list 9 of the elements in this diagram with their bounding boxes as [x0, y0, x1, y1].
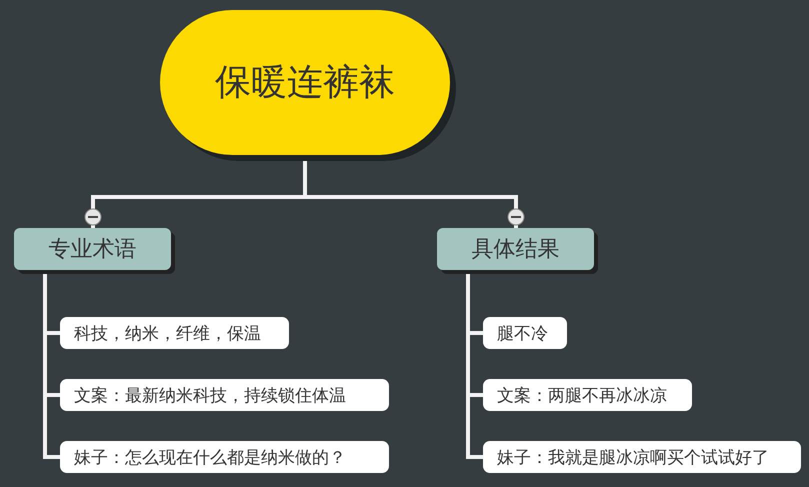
subtopic-box: 妹子：我就是腿冰凉啊买个试试好了	[483, 441, 801, 473]
subtopic-box: 科技，纳米，纤维，保温	[60, 317, 289, 349]
subtopic-box: 文案：两腿不再冰冰凉	[483, 379, 692, 411]
subtopic-box: 妹子：怎么现在什么都是纳米做的？	[60, 441, 389, 473]
central-topic-pill: 保暖连裤袜	[160, 10, 450, 155]
subtopic-box: 文案：最新纳米科技，持续锁住体温	[60, 379, 389, 411]
topic-box: 具体结果	[437, 228, 594, 270]
topic-box: 专业术语	[14, 228, 171, 270]
subtopic-box: 腿不冷	[483, 317, 567, 349]
